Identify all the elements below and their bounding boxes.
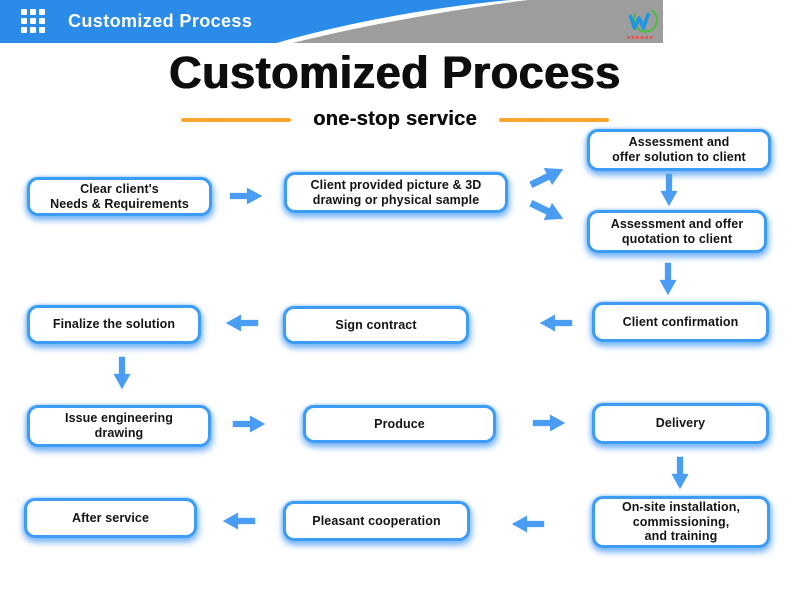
arrow-right-icon [531,412,567,434]
company-logo [627,9,658,39]
flow-box-label: Issue engineering drawing [65,411,173,440]
flow-box-label: Pleasant cooperation [312,513,441,528]
arrow-left-icon [510,513,546,535]
flow-box-pleasant-cooperation: Pleasant cooperation [283,501,470,541]
arrow-down-icon [657,261,679,297]
header-background [0,0,663,43]
arrow-left-icon [224,312,260,334]
arrow-left-icon [538,312,574,334]
flow-box-label: Assessment and offer quotation to client [610,216,744,246]
flow-box-label: Client provided picture & 3D drawing or … [310,177,482,207]
arrow-left-icon [221,510,257,532]
flow-box-onsite-installation: On-site installation, commissioning, and… [592,496,770,548]
flow-box-label: Assessment and offer solution to client [612,135,746,164]
flow-box-delivery: Delivery [592,403,769,444]
arrow-right-icon [228,185,264,207]
arrow-down-icon [658,172,680,208]
flow-box-label: Client confirmation [622,314,739,329]
flow-box-label: Finalize the solution [52,317,176,332]
flow-box-after-service: After service [24,498,197,538]
arrow-right-icon [231,413,267,435]
subtitle-right-line [498,117,609,122]
flow-box-label: Sign contract [335,317,417,332]
flow-box-label: After service [71,510,150,525]
arrow-down-right-icon [518,189,575,233]
flow-box-assessment-solution: Assessment and offer solution to client [587,129,771,171]
page-title: Customized Process [169,47,621,98]
arrow-down-icon [111,355,133,391]
flow-box-produce: Produce [303,405,496,443]
subtitle-row: one-stop service [0,108,790,131]
flow-box-label: Delivery [655,416,706,431]
subtitle: one-stop service [313,108,477,130]
flow-box-label: Produce [374,416,425,431]
flow-box-label: Clear client's Needs & Requirements [50,181,189,211]
header-title: Customized Process [68,11,253,31]
header-bar: Customized Process [0,0,800,43]
flow-box-sign-contract: Sign contract [283,306,469,344]
arrow-down-icon [669,455,691,491]
grid-icon [21,9,45,33]
flow-box-assessment-quotation: Assessment and offer quotation to client [587,210,767,253]
flow-box-issue-drawing: Issue engineering drawing [27,405,211,447]
flow-box-clear-needs: Clear client's Needs & Requirements [27,177,212,216]
subtitle-left-line [181,117,292,122]
flow-box-client-provided: Client provided picture & 3D drawing or … [284,172,508,213]
flow-box-label: On-site installation, commissioning, and… [621,499,741,544]
flow-box-client-confirmation: Client confirmation [592,302,769,342]
flow-box-finalize-solution: Finalize the solution [27,305,201,344]
